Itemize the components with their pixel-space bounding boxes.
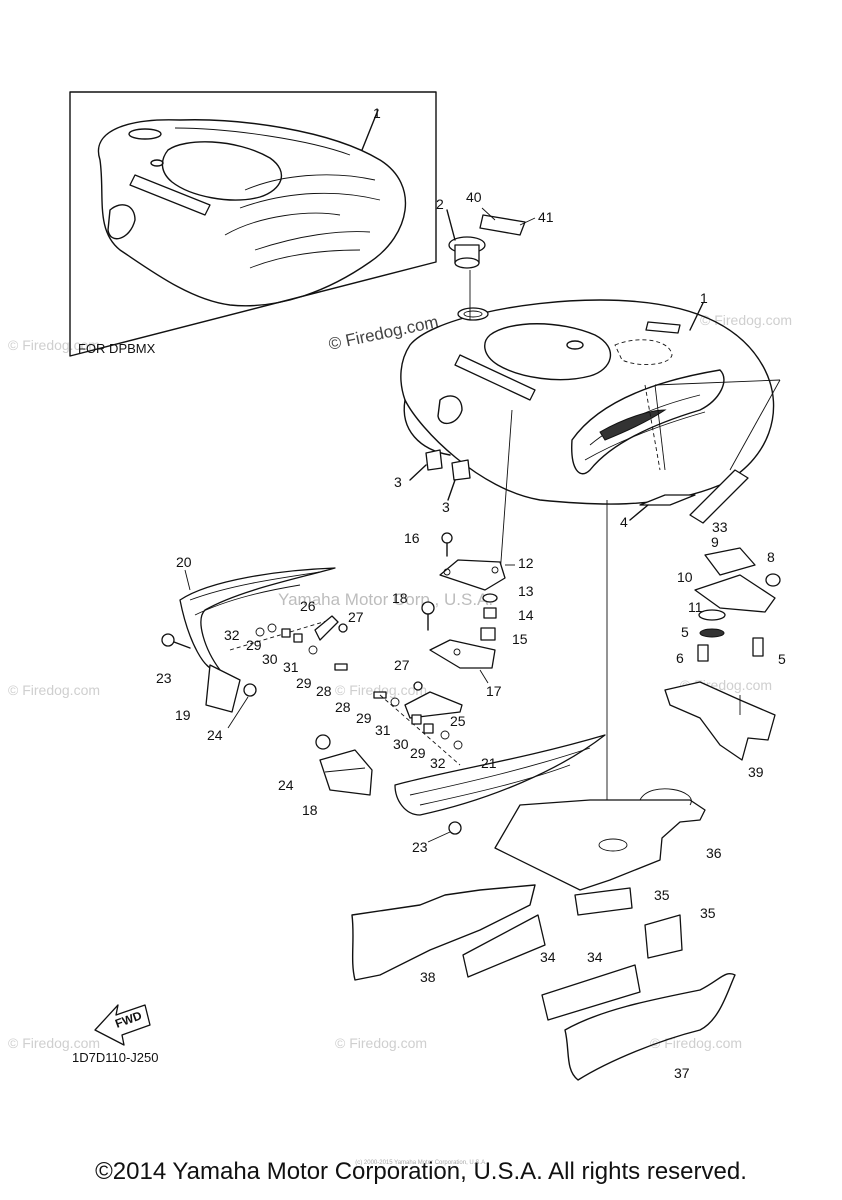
callout-32: 32 [224, 627, 240, 643]
callout-36: 36 [706, 845, 722, 861]
callout-35: 35 [654, 887, 670, 903]
callout-22: 20 [176, 554, 192, 570]
watermark: Yamaha Motor Corp., U.S.A. [278, 590, 493, 609]
callout-31: 31 [283, 659, 299, 675]
bracket-group-center: 16 12 13 14 15 18 17 [392, 530, 534, 699]
callout-6: 8 [767, 549, 775, 565]
watermark: © Firedog.com [335, 1035, 427, 1051]
watermark: © Firedog.com [8, 337, 100, 353]
callout-24b: 24 [278, 777, 294, 793]
copyright-text: ©2014 Yamaha Motor Corporation, U.S.A. A… [95, 1158, 747, 1185]
callout-3: 3 [394, 474, 402, 490]
callout-21: 21 [481, 755, 497, 771]
callout-32b: 32 [430, 755, 446, 771]
damper-parts: 3 3 4 33 [394, 449, 749, 535]
callout-4: 4 [620, 514, 628, 530]
fuel-cap-group: 2 40 41 [436, 189, 554, 269]
callout-29d: 29 [410, 745, 426, 761]
fuel-tank: 1 [400, 270, 781, 845]
callout-28: 28 [316, 683, 332, 699]
callout-1: 1 [700, 290, 708, 306]
callout-18: 18 [392, 590, 408, 606]
callout-8: 10 [677, 569, 693, 585]
callout-24: 24 [207, 727, 223, 743]
callout-29: 29 [246, 637, 262, 653]
left-emblem-group: 20 19 23 24 [156, 554, 336, 743]
tiny-notice: (c) 2000-2015 Yamaha Motor Corporation, … [355, 1160, 487, 1166]
watermark: © Firedog.com [335, 682, 427, 698]
callout-9: 11 [688, 599, 703, 615]
right-emblem-group: 18 24 21 23 [278, 734, 606, 855]
callout-26: 26 [300, 598, 316, 614]
fwd-arrow: FWD [94, 1004, 151, 1046]
callout-12: 12 [518, 555, 534, 571]
callout-33: 33 [712, 519, 728, 535]
callout-31b: 31 [375, 722, 391, 738]
callout-13: 13 [518, 583, 534, 599]
callout-30: 30 [262, 651, 278, 667]
callout-17: 17 [486, 683, 502, 699]
callout-19: 18 [302, 802, 318, 818]
callout-29b: 29 [296, 675, 312, 691]
callout-38: 38 [420, 969, 436, 985]
callout-20: 19 [175, 707, 191, 723]
callout-15: 15 [512, 631, 528, 647]
callout-23: 23 [156, 670, 172, 686]
callout-1-inset: 1 [373, 105, 381, 121]
watermark: © Firedog.com [8, 1035, 100, 1051]
callout-39: 39 [748, 764, 764, 780]
hardware-group: 32 29 30 31 26 27 29 28 27 28 25 29 31 3… [224, 598, 466, 771]
callout-16: 16 [404, 530, 420, 546]
callout-10: 5 [681, 624, 689, 640]
inset-box: FOR DPBMX 1 [69, 91, 437, 357]
callout-25: 25 [450, 713, 466, 729]
callout-30b: 30 [393, 736, 409, 752]
lower-parts: 36 35 35 34 34 38 37 [351, 788, 736, 1081]
callout-11: 6 [676, 650, 684, 666]
callout-7: 9 [711, 534, 719, 550]
watermark: © Firedog.com [327, 312, 440, 354]
callout-14: 14 [518, 607, 534, 623]
diagram-code: 1D7D110-J250 [72, 1050, 158, 1065]
inset-label: FOR DPBMX [78, 341, 156, 356]
callout-28b: 28 [335, 699, 351, 715]
callout-27: 27 [348, 609, 364, 625]
callout-5: 5 [778, 651, 786, 667]
callout-2: 2 [436, 196, 444, 212]
callout-29c: 29 [356, 710, 372, 726]
callout-34b: 34 [587, 949, 603, 965]
callout-41: 41 [538, 209, 554, 225]
callout-35b: 35 [700, 905, 716, 921]
callout-3b: 3 [442, 499, 450, 515]
watermark: © Firedog.com [700, 312, 792, 328]
callout-27b: 27 [394, 657, 410, 673]
callout-23b: 23 [412, 839, 428, 855]
bracket-group-right: 9 8 10 11 5 6 5 39 [664, 534, 786, 780]
callout-34: 34 [540, 949, 556, 965]
watermark: © Firedog.com [650, 1035, 742, 1051]
callout-37: 37 [674, 1065, 690, 1081]
callout-40: 40 [466, 189, 482, 205]
watermark: © Firedog.com [8, 682, 100, 698]
